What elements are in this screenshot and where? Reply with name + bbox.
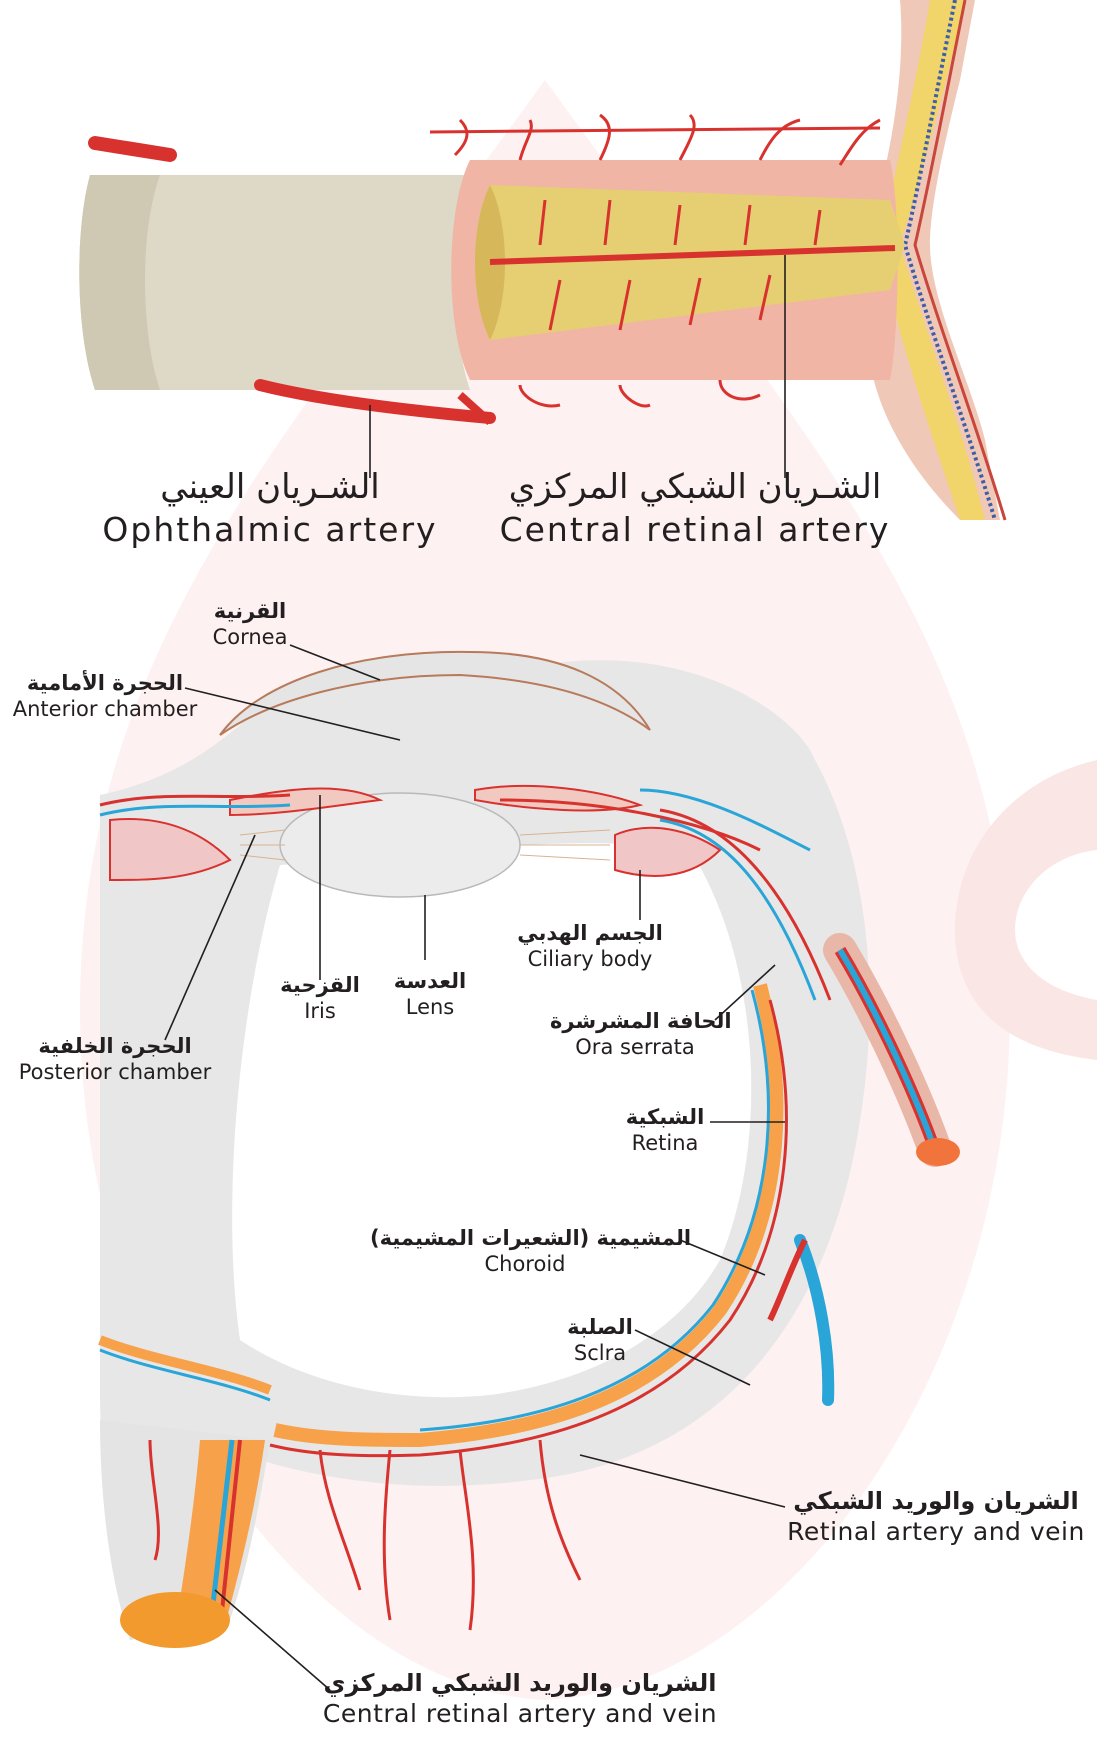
label-retinal-artery-vein-ar: الشريان والوريد الشبكي — [780, 1486, 1092, 1516]
label-retina-ar: الشبكية — [620, 1104, 710, 1130]
label-choroid-ar: المشيمية (الشعيرات المشيمية) — [370, 1225, 680, 1251]
label-retinal-artery-vein: الشريان والوريد الشبكي Retinal artery an… — [780, 1486, 1092, 1547]
label-lens-ar: العدسة — [380, 968, 480, 994]
label-central-retinal-artery-vein-en: Central retinal artery and vein — [300, 1698, 740, 1729]
label-anterior-chamber: الحجرة الأمامية Anterior chamber — [5, 670, 205, 723]
label-central-retinal-artery-vein: الشريان والوريد الشبكي المركزي Central r… — [300, 1668, 740, 1729]
label-posterior-chamber: الحجرة الخلفية Posterior chamber — [10, 1033, 220, 1086]
label-central-retinal-artery-ar: الشـريان الشبكي المركزي — [480, 466, 910, 509]
label-central-retinal-artery-en: Central retinal artery — [480, 509, 910, 550]
label-central-retinal-artery: الشـريان الشبكي المركزي Central retinal … — [480, 466, 910, 550]
label-ophthalmic-artery: الشـريان العيني Ophthalmic artery — [100, 466, 440, 550]
label-ora-serrata: الحافة المشرشرة Ora serrata — [550, 1008, 720, 1061]
label-ophthalmic-artery-en: Ophthalmic artery — [100, 509, 440, 550]
label-retina-en: Retina — [620, 1130, 710, 1156]
label-cornea: القرنية Cornea — [190, 598, 310, 651]
label-sclera: الصلبة Sclra — [560, 1314, 640, 1367]
label-ciliary-body: الجسم الهدبي Ciliary body — [515, 920, 665, 973]
label-anterior-chamber-en: Anterior chamber — [5, 696, 205, 722]
label-lens: العدسة Lens — [380, 968, 480, 1021]
label-iris-en: Iris — [270, 998, 370, 1024]
label-retina: الشبكية Retina — [620, 1104, 710, 1157]
label-cornea-ar: القرنية — [190, 598, 310, 624]
label-posterior-chamber-en: Posterior chamber — [10, 1059, 220, 1085]
label-sclera-ar: الصلبة — [560, 1314, 640, 1340]
ophthalmic-artery-tube — [95, 143, 170, 155]
label-ora-serrata-en: Ora serrata — [550, 1034, 720, 1060]
label-iris-ar: القزحية — [270, 972, 370, 998]
label-ophthalmic-artery-ar: الشـريان العيني — [100, 466, 440, 509]
label-retinal-artery-vein-en: Retinal artery and vein — [780, 1516, 1092, 1547]
label-posterior-chamber-ar: الحجرة الخلفية — [10, 1033, 220, 1059]
label-iris: القزحية Iris — [270, 972, 370, 1025]
label-anterior-chamber-ar: الحجرة الأمامية — [5, 670, 205, 696]
label-central-retinal-artery-vein-ar: الشريان والوريد الشبكي المركزي — [300, 1668, 740, 1698]
label-choroid-en: Choroid — [370, 1251, 680, 1277]
label-ciliary-body-en: Ciliary body — [515, 946, 665, 972]
label-ciliary-body-ar: الجسم الهدبي — [515, 920, 665, 946]
label-sclera-en: Sclra — [560, 1340, 640, 1366]
label-choroid: المشيمية (الشعيرات المشيمية) Choroid — [370, 1225, 680, 1278]
label-cornea-en: Cornea — [190, 624, 310, 650]
label-ora-serrata-ar: الحافة المشرشرة — [550, 1008, 720, 1034]
label-lens-en: Lens — [380, 994, 480, 1020]
